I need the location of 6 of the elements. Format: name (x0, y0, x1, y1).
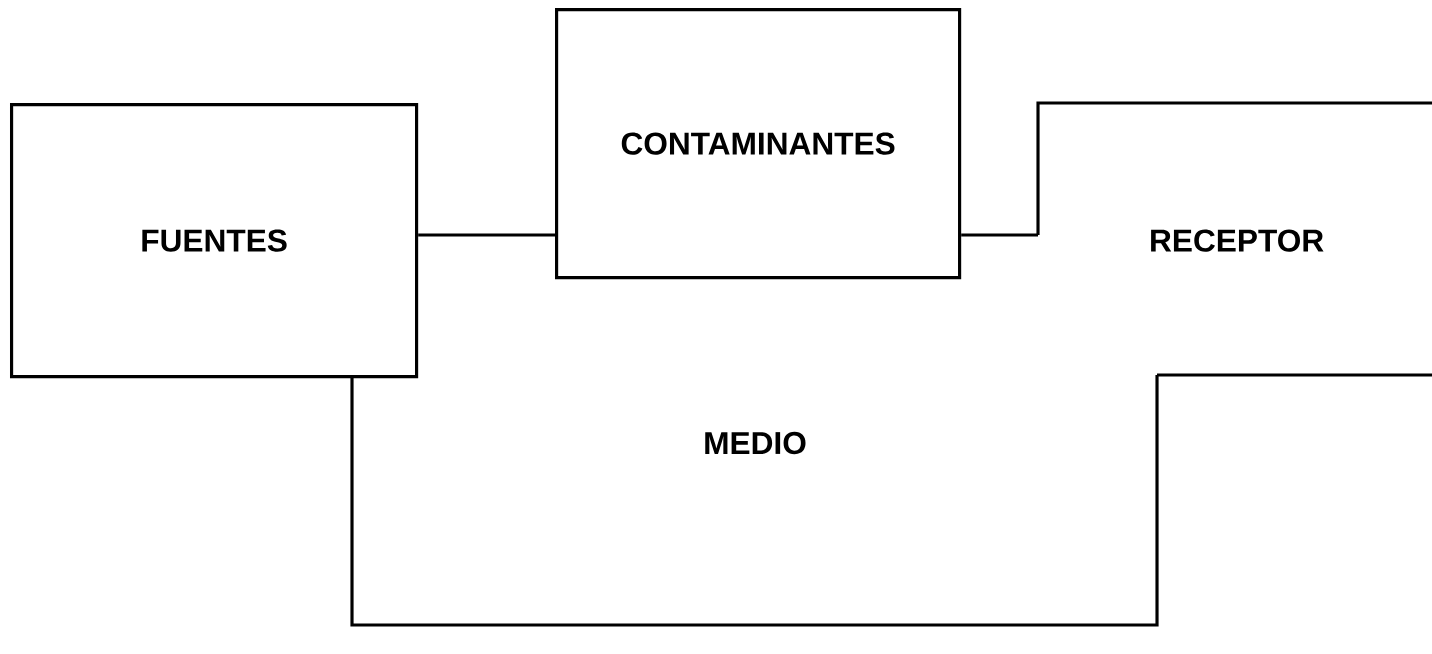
process-box: CONTAMINANTES (555, 8, 962, 280)
process-box: MEDIO (350, 375, 1159, 627)
connector-line (418, 233, 555, 237)
process-box: FUENTES (10, 103, 419, 379)
process-box: RECEPTOR (1036, 101, 1432, 377)
connector-line (961, 233, 1038, 237)
